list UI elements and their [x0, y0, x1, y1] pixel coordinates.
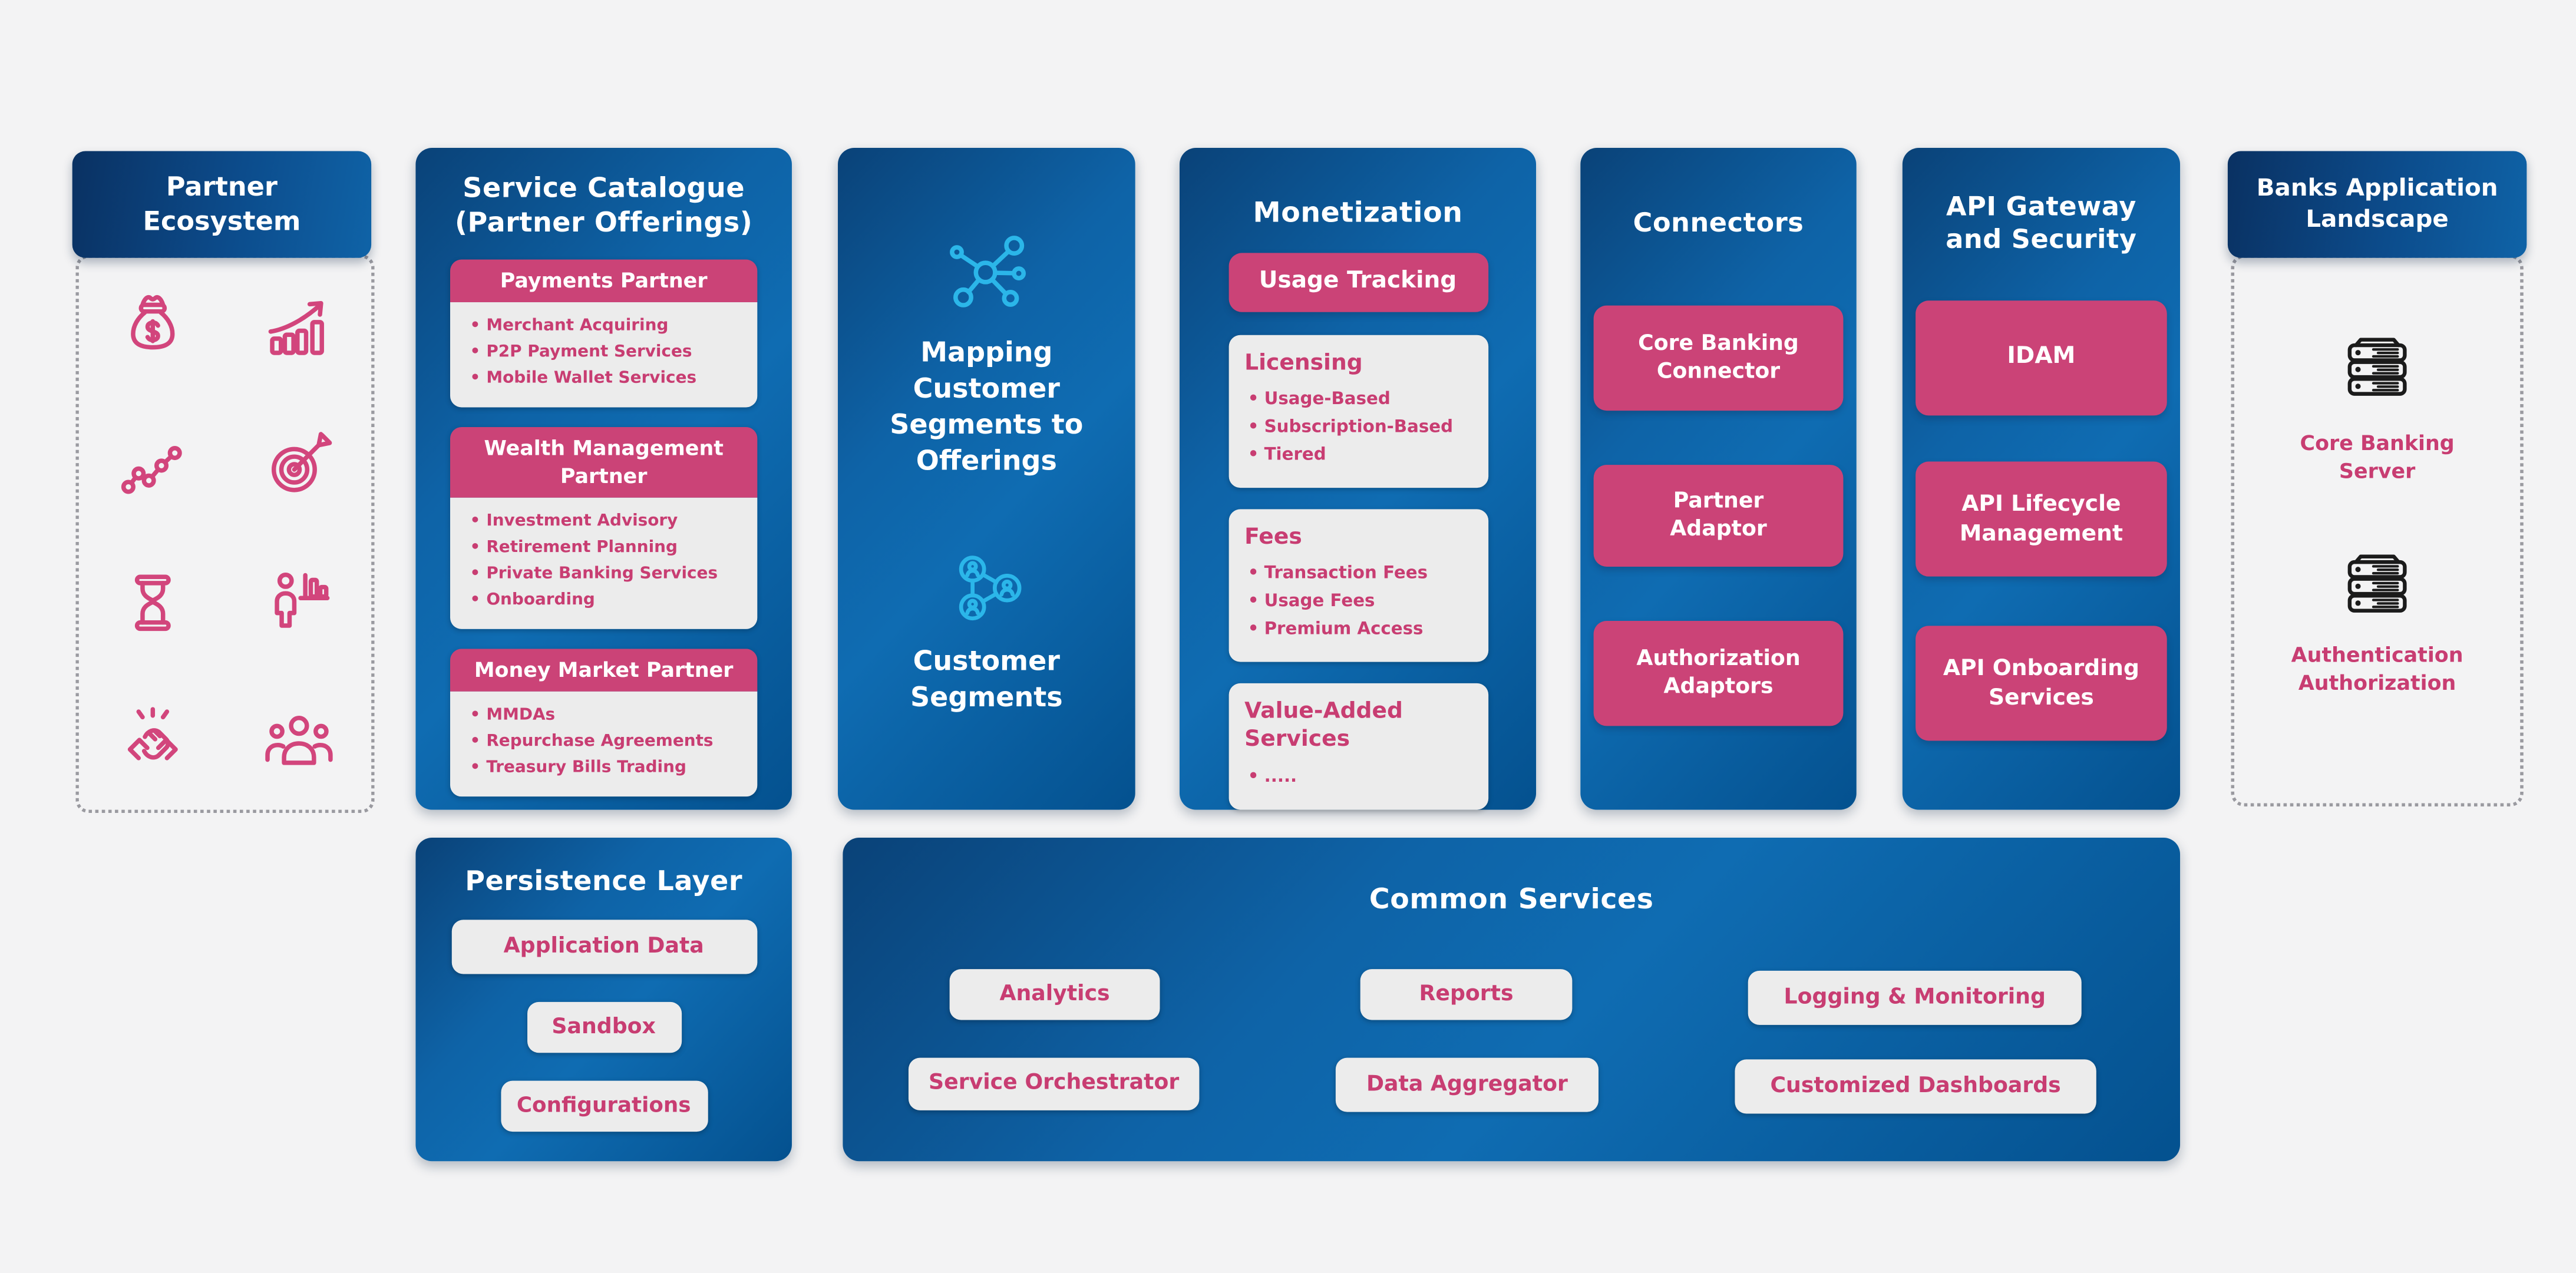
licensing-card: Licensing Usage-Based Subscription-Based… [1228, 335, 1488, 488]
idam-button: IDAM [1916, 300, 2167, 416]
authorization-adaptors-button: Authorization Adaptors [1593, 621, 1844, 727]
mapping-label: Mapping Customer Segments to Offerings [890, 336, 1084, 477]
button-label: Core Banking Connector [1638, 332, 1799, 385]
button-label: IDAM [2007, 344, 2076, 371]
list-item: Usage Fees [1244, 588, 1471, 616]
partner-ecosystem-header: Partner Ecosystem [72, 151, 372, 258]
licensing-header: Licensing [1244, 349, 1363, 376]
list-item: ..... [1244, 763, 1471, 791]
list-item: MMDAs [467, 703, 748, 730]
network-hub-icon [942, 230, 1031, 319]
api-gateway-box: API Gateway and Security IDAM API Lifecy… [1902, 147, 2181, 810]
list-item: Premium Access [1244, 616, 1471, 643]
usage-tracking-pill: Usage Tracking [1228, 252, 1488, 312]
button-label: Partner Adaptor [1670, 489, 1767, 543]
target-arrow-icon [260, 427, 336, 502]
list-item: Merchant Acquiring [467, 315, 748, 341]
monetization-box: Monetization Usage Tracking Licensing Us… [1179, 147, 1537, 810]
list-item: Treasury Bills Trading [467, 756, 748, 782]
money-bag-icon [114, 289, 190, 365]
wealth-management-partner-card: Wealth Management Partner Investment Adv… [450, 428, 758, 629]
api-gateway-title: API Gateway and Security [1946, 190, 2137, 256]
list-item: Transaction Fees [1244, 560, 1471, 588]
fees-header: Fees [1244, 523, 1302, 550]
partner-ecosystem-panel [75, 254, 375, 814]
button-label: API Lifecycle Management [1959, 490, 2123, 547]
configurations-button: Configurations [500, 1080, 708, 1132]
hourglass-icon [114, 565, 190, 640]
list-item: Private Banking Services [467, 562, 748, 588]
persistence-layer-box: Persistence Layer Application Data Sandb… [415, 838, 792, 1162]
people-network-icon [947, 548, 1026, 627]
core-banking-connector-button: Core Banking Connector [1593, 306, 1844, 412]
list-item: Subscription-Based [1244, 414, 1471, 442]
banks-landscape-header: Banks Application Landscape [2227, 151, 2527, 258]
button-label: Authorization Adaptors [1636, 647, 1801, 701]
wealth-management-partner-header: Wealth Management Partner [450, 428, 758, 498]
fees-card: Fees Transaction Fees Usage Fees Premium… [1228, 508, 1488, 662]
trend-line-icon [114, 427, 190, 502]
banks-landscape-panel: Core Banking Server Authentication Autho… [2231, 254, 2524, 807]
value-added-services-card: Value-Added Services ..... [1228, 682, 1488, 809]
team-icon [260, 703, 336, 778]
data-aggregator-button: Data Aggregator [1335, 1057, 1599, 1112]
service-orchestrator-button: Service Orchestrator [908, 1057, 1200, 1110]
analytics-button: Analytics [949, 969, 1160, 1020]
core-banking-server-label: Core Banking Server [2300, 430, 2455, 483]
application-data-button: Application Data [451, 920, 757, 974]
connectors-box: Connectors Core Banking Connector Partne… [1580, 147, 1857, 810]
banks-landscape-title: Banks Application Landscape [2256, 175, 2498, 233]
mapping-box: Mapping Customer Segments to Offerings C… [838, 147, 1135, 810]
payments-partner-card: Payments Partner Merchant Acquiring P2P … [450, 260, 758, 408]
monetization-title: Monetization [1253, 197, 1463, 230]
service-catalogue-cards: Payments Partner Merchant Acquiring P2P … [450, 260, 758, 797]
partner-ecosystem-icon-grid [79, 258, 371, 810]
customer-segments-label: Customer Segments [910, 645, 1063, 713]
money-market-partner-card: Money Market Partner MMDAs Repurchase Ag… [450, 649, 758, 797]
list-item: Tiered [1244, 442, 1471, 469]
list-item: P2P Payment Services [467, 340, 748, 367]
reports-button: Reports [1360, 969, 1573, 1020]
common-services-box: Common Services Analytics Reports Loggin… [843, 838, 2181, 1162]
list-item: Repurchase Agreements [467, 730, 748, 756]
growth-chart-icon [260, 289, 336, 365]
persistence-layer-title: Persistence Layer [465, 865, 743, 897]
connectors-title: Connectors [1633, 207, 1804, 239]
presenter-chart-icon [260, 565, 336, 640]
service-catalogue-title: Service Catalogue (Partner Offerings) [454, 172, 753, 239]
list-item: Onboarding [467, 588, 748, 614]
button-label: API Onboarding Services [1943, 654, 2139, 712]
server-icon [2339, 333, 2415, 409]
api-onboarding-services-button: API Onboarding Services [1916, 626, 2167, 741]
list-item: Mobile Wallet Services [467, 367, 748, 394]
value-added-services-header: Value-Added Services [1244, 697, 1403, 753]
logging-monitoring-button: Logging & Monitoring [1748, 970, 2082, 1025]
list-item: Retirement Planning [467, 535, 748, 562]
api-lifecycle-management-button: API Lifecycle Management [1916, 461, 2167, 577]
payments-partner-header: Payments Partner [450, 260, 758, 303]
partner-ecosystem-title: Partner Ecosystem [143, 170, 301, 236]
money-market-partner-header: Money Market Partner [450, 649, 758, 692]
common-services-title: Common Services [1369, 884, 1654, 917]
partner-adaptor-button: Partner Adaptor [1593, 465, 1844, 568]
handshake-icon [114, 703, 190, 778]
list-item: Investment Advisory [467, 509, 748, 535]
list-item: Usage-Based [1244, 386, 1471, 414]
server-icon [2339, 550, 2415, 625]
customized-dashboards-button: Customized Dashboards [1735, 1059, 2096, 1114]
service-catalogue-box: Service Catalogue (Partner Offerings) Pa… [415, 147, 792, 810]
sandbox-button: Sandbox [526, 1002, 681, 1053]
authentication-authorization-label: Authentication Authorization [2291, 642, 2463, 695]
